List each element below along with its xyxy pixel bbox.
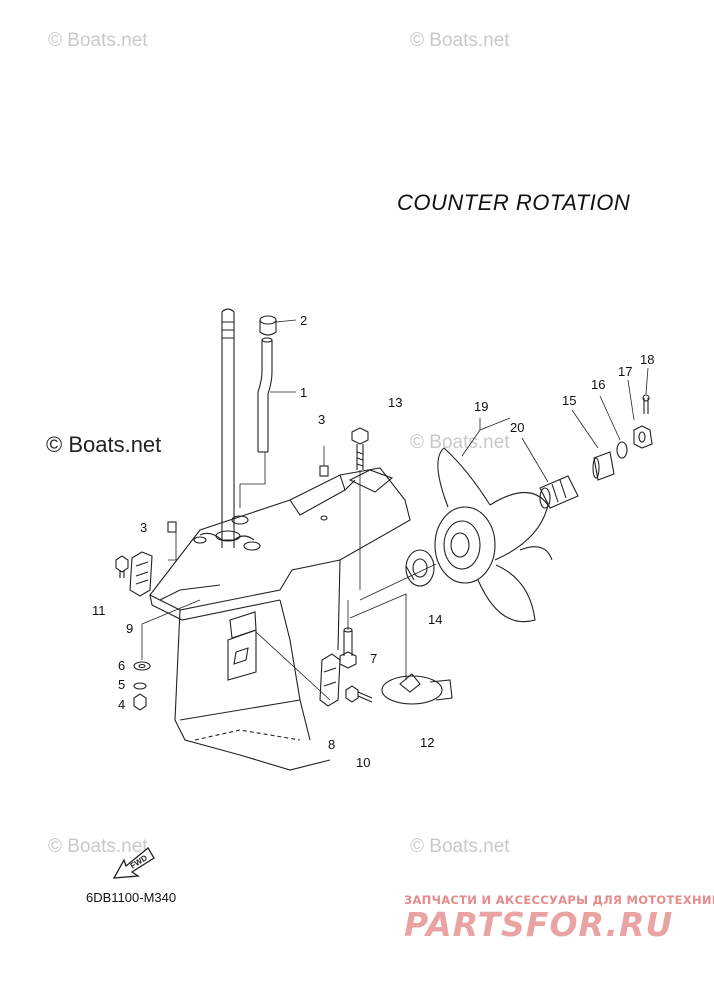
washer: [616, 441, 628, 459]
anode: [129, 551, 153, 597]
callout-3: 3: [318, 412, 326, 427]
diagram-code: 6DB1100-M340: [86, 890, 177, 905]
bolt: [133, 693, 147, 711]
thrust-washer: [592, 451, 615, 481]
dowel-pin: [319, 465, 329, 477]
watermark: © Boats.net: [46, 432, 162, 457]
callout-16: 16: [591, 377, 606, 392]
bolt: [339, 627, 357, 669]
washer: [133, 661, 151, 671]
callout-3: 3: [140, 520, 148, 535]
water-tube: [257, 337, 273, 453]
callout-12: 12: [420, 735, 435, 750]
callout-5: 5: [118, 677, 126, 692]
callout-7: 7: [370, 651, 378, 666]
callout-19: 19: [474, 399, 489, 414]
spacer: [405, 549, 435, 587]
brand-tagline: ЗАПЧАСТИ И АКСЕССУАРЫ ДЛЯ МОТОТЕХНИКИ: [404, 893, 714, 907]
bolt: [115, 555, 129, 578]
watermark: © Boats.net: [410, 30, 510, 51]
callout-14: 14: [428, 612, 443, 627]
watermark: © Boats.net: [48, 836, 148, 857]
drive-shaft: [221, 308, 235, 548]
callout-9: 9: [126, 621, 134, 636]
bushing: [539, 475, 579, 509]
brand-logo: PARTSFOR.RU: [404, 905, 674, 944]
callout-17: 17: [618, 364, 633, 379]
bolt: [351, 427, 369, 470]
callout-6: 6: [118, 658, 126, 673]
diagram-title: COUNTER ROTATION: [397, 190, 631, 215]
trim-tab: [381, 673, 453, 705]
grommet: [259, 315, 277, 336]
spring-washer: [133, 682, 147, 690]
bolt: [345, 685, 373, 703]
callout-8: 8: [328, 737, 336, 752]
watermark: © Boats.net: [410, 836, 510, 857]
callout-4: 4: [118, 697, 126, 712]
cotter-pin: [642, 394, 650, 414]
dowel-pin: [167, 521, 177, 533]
callout-13: 13: [388, 395, 403, 410]
callout-18: 18: [640, 352, 655, 367]
callout-11: 11: [92, 603, 106, 618]
anode: [319, 653, 341, 707]
callout-20: 20: [510, 420, 525, 435]
watermark: © Boats.net: [410, 432, 510, 453]
lower-case: [149, 467, 411, 771]
propeller: [434, 447, 553, 623]
callout-1: 1: [300, 385, 308, 400]
callout-15: 15: [562, 393, 577, 408]
castle-nut: [633, 425, 653, 449]
callout-10: 10: [356, 755, 371, 770]
callout-2: 2: [300, 313, 308, 328]
forward-arrow-icon: FWD: [112, 847, 155, 879]
watermark: © Boats.net: [48, 30, 148, 51]
